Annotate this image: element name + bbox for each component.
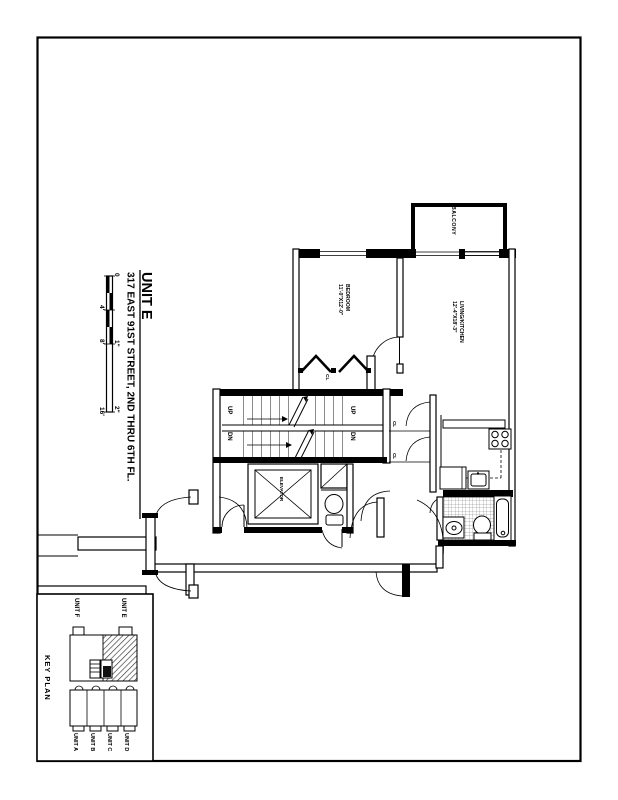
faucet [476, 472, 480, 475]
key-plan-unit-a: UNIT A [72, 733, 78, 751]
burner [491, 439, 499, 448]
vestibule-east-wall [429, 394, 437, 493]
vestibule-door-arc [154, 570, 192, 592]
balcony-label: BALCONY [450, 206, 456, 235]
wing-wall [145, 515, 156, 574]
wc-door-arc [321, 529, 343, 549]
closet-label: CL [392, 421, 397, 427]
elevator-label: ELEVATOR [279, 477, 284, 502]
stove [488, 428, 512, 450]
living-kitchen-dims: 12'-4"X18'-3" [451, 301, 457, 333]
living-kitchen-label: LIVING/KITCHEN [458, 301, 464, 343]
corridor-door-arc [349, 501, 378, 539]
room-labels: BEDROOM 11'-0"X12'-0" LIVING/KITCHEN 12'… [337, 284, 464, 343]
bedroom-dims: 11'-0"X12'-0" [337, 284, 343, 316]
kitchen [439, 415, 512, 490]
door-jamb [188, 584, 199, 599]
bath-south-wall [438, 540, 516, 546]
key-plan: KEY PLAN UNIT F UNIT E UNIT A UNIT B UNI… [36, 593, 154, 762]
wall-stub [402, 564, 410, 597]
page-title: UNIT E [138, 272, 154, 320]
scale-label-2in: 2" [113, 406, 120, 413]
unit-entry-door-arc [360, 490, 391, 522]
scale-label-1in: 1" [113, 340, 120, 347]
key-balcony [118, 626, 133, 636]
demising-wall [77, 536, 157, 551]
kitchen-sink [467, 470, 490, 490]
key-balcony [72, 725, 85, 732]
key-core-dark [103, 666, 111, 677]
closet-door-arc [405, 436, 431, 462]
balcony: BALCONY [399, 203, 516, 259]
key-plan-unit-c: UNIT C [106, 733, 112, 751]
key-plan-unit-b: UNIT B [89, 733, 95, 751]
bifold-door [300, 354, 332, 373]
stair-core: UP DN UP DN [212, 388, 403, 534]
burner [491, 430, 499, 439]
stair-treads [243, 396, 289, 425]
toilet-tank [325, 514, 344, 526]
stair-treads [307, 396, 350, 425]
key-plan-unit-e: UNIT E [120, 598, 126, 618]
key-balcony [106, 725, 119, 732]
elevator-core: ELEVATOR [213, 463, 354, 549]
bath-toilet-bowl [473, 515, 491, 535]
key-plan-title: KEY PLAN [43, 655, 52, 701]
closet-label: CL [324, 374, 330, 380]
stair-south-wall [213, 457, 387, 463]
stair-east-wall [382, 388, 391, 464]
bedroom-closets: CL [298, 354, 371, 380]
stair-up-label: UP [226, 406, 232, 414]
stair-dn-label: DN [349, 432, 355, 441]
left-wing [37, 489, 248, 599]
closet-label: CL [392, 453, 397, 459]
door-jamb [376, 497, 385, 538]
lobby-door-arc [221, 504, 245, 528]
scale-label-16ft: 16' [98, 407, 105, 416]
key-plan-unit-f: UNIT F [73, 598, 79, 618]
bedroom-label: BEDROOM [344, 284, 350, 311]
core-east-wall [346, 463, 354, 534]
scale-label-8ft: 8' [98, 339, 105, 345]
vestibule-door-arc [154, 496, 192, 520]
bifold-door [338, 354, 370, 373]
key-bottom-block [69, 689, 138, 727]
corridor-door-arc [416, 499, 444, 558]
scale-bar: 0 4' 8' 16' 1" 2" [98, 273, 120, 416]
key-corridor-doors [74, 685, 135, 691]
corridor [149, 497, 444, 597]
kitchen-counter [442, 419, 506, 429]
tub-drain [500, 530, 506, 536]
key-balcony [123, 725, 136, 732]
key-plan-unit-d: UNIT D [123, 733, 129, 751]
bedroom-living-divider [396, 257, 404, 338]
address-line: 317 EAST 91ST STREET, 2ND THRU 6TH FL. [125, 272, 136, 482]
sheet-border [36, 36, 582, 763]
vestibule-door-arc [218, 496, 248, 529]
key-core-stairs [89, 659, 101, 679]
entry-vestibule: CL CL [360, 394, 437, 522]
key-balcony [89, 725, 102, 732]
bath-toilet-tank [473, 532, 492, 541]
scale-label-4ft: 4' [98, 305, 105, 311]
stair-north-wall [218, 389, 403, 396]
title-block: UNIT E 317 EAST 91ST STREET, 2ND THRU 6T… [125, 270, 154, 519]
toilet-bowl [324, 494, 344, 514]
closet-door-arc [405, 401, 431, 427]
burner [501, 439, 509, 448]
bath-north-wall [443, 490, 513, 497]
bedroom-door-arc [371, 336, 401, 366]
burner [501, 430, 509, 439]
scale-label-0: 0 [113, 273, 120, 277]
stair-up-label: UP [349, 406, 355, 414]
corridor-door-arc [375, 571, 403, 597]
kitchen-cabinet [439, 466, 467, 490]
jog-wall [435, 545, 444, 569]
stair-treads [312, 431, 350, 458]
stair-dn-label: DN [226, 432, 232, 441]
key-balcony [72, 626, 85, 636]
unit-walls [292, 248, 516, 547]
